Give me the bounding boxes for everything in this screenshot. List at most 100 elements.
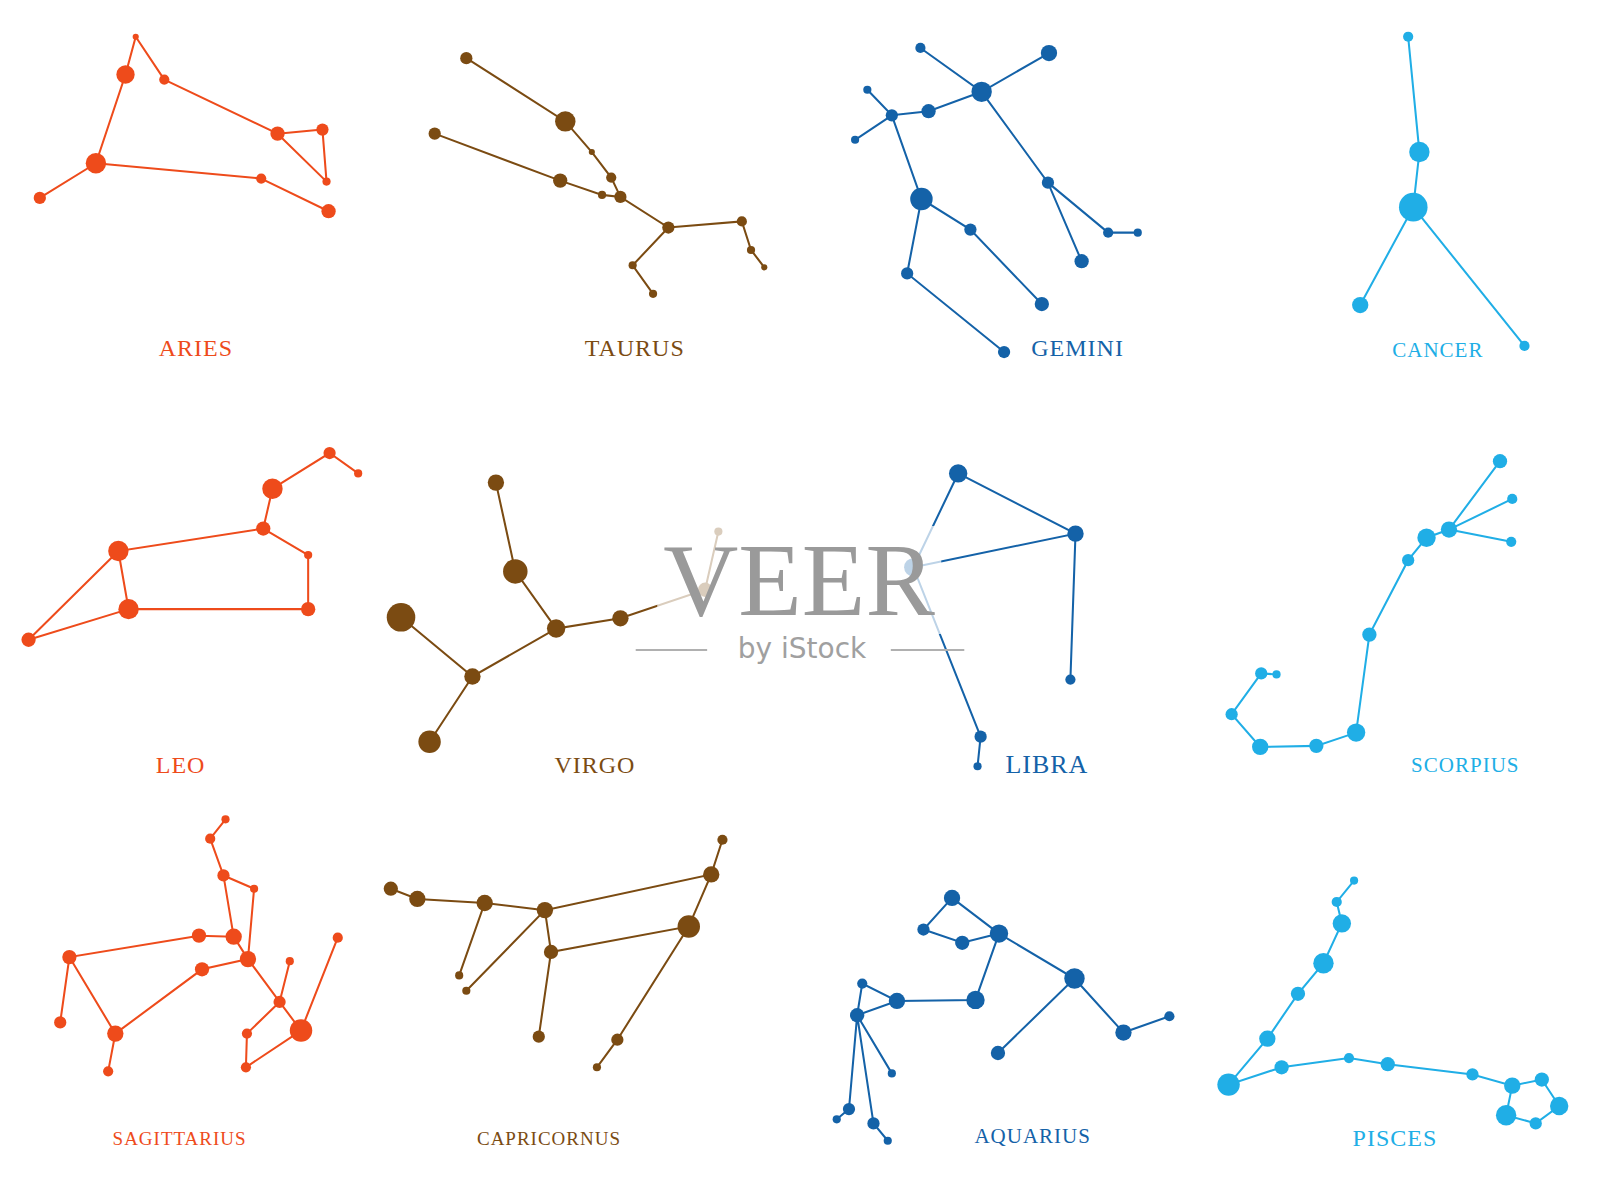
star <box>649 290 657 298</box>
star <box>612 610 628 626</box>
star <box>851 136 859 144</box>
constellation-name: AQUARIUS <box>974 1125 1091 1146</box>
star <box>1291 987 1305 1001</box>
star <box>54 1016 66 1028</box>
constellation-name: GEMINI <box>1031 336 1124 360</box>
star <box>678 915 700 937</box>
star <box>555 111 575 131</box>
star <box>593 1063 601 1071</box>
star <box>966 991 984 1009</box>
star <box>462 987 470 995</box>
star <box>1381 1057 1395 1071</box>
star <box>553 173 567 187</box>
pisces-lines <box>1229 881 1560 1124</box>
star <box>949 464 967 482</box>
star <box>304 551 312 559</box>
constellation-name: LIBRA <box>1005 752 1088 778</box>
star <box>217 869 229 881</box>
star <box>1352 297 1368 313</box>
star <box>910 188 932 210</box>
star <box>1399 193 1428 222</box>
star <box>273 996 285 1008</box>
star <box>323 447 335 459</box>
leo-lines <box>29 453 359 640</box>
star <box>21 633 35 647</box>
star <box>537 902 553 918</box>
star <box>241 1062 251 1072</box>
gemini-stars <box>851 43 1142 358</box>
star <box>1493 454 1507 468</box>
star <box>843 1103 855 1115</box>
star <box>747 246 755 254</box>
star <box>761 264 767 270</box>
star <box>1496 1105 1516 1125</box>
star <box>998 346 1010 358</box>
constellation-name: SAGITTARIUS <box>113 1128 247 1147</box>
star <box>889 993 905 1009</box>
watermark-rule <box>891 649 964 651</box>
star <box>1417 529 1435 547</box>
star <box>118 599 138 619</box>
star <box>606 172 616 182</box>
star <box>34 192 46 204</box>
star <box>256 521 270 535</box>
star <box>884 1137 892 1145</box>
star <box>1530 1117 1542 1129</box>
star <box>429 128 441 140</box>
star <box>195 962 209 976</box>
star <box>1466 1068 1478 1080</box>
star <box>242 1029 252 1039</box>
sagittarius-stars <box>54 815 343 1076</box>
star <box>589 149 595 155</box>
star <box>321 204 335 218</box>
star <box>1035 297 1049 311</box>
star <box>1441 521 1457 537</box>
star <box>944 890 960 906</box>
star <box>221 815 229 823</box>
constellation-name: CAPRICORNUS <box>477 1128 621 1147</box>
star <box>1274 1060 1288 1074</box>
star <box>886 109 898 121</box>
star <box>1403 32 1413 42</box>
star <box>863 86 871 94</box>
star <box>1550 1097 1568 1115</box>
star <box>991 1046 1005 1060</box>
star <box>917 923 929 935</box>
leo-stars <box>21 447 362 647</box>
star <box>477 895 493 911</box>
star <box>888 1069 896 1077</box>
star <box>262 479 282 499</box>
star <box>1103 228 1113 238</box>
star <box>1402 554 1414 566</box>
cancer-lines <box>1360 37 1524 346</box>
star <box>354 469 362 477</box>
star <box>1067 525 1083 541</box>
star <box>464 668 480 684</box>
star <box>286 957 294 965</box>
star <box>1064 968 1084 988</box>
star <box>921 104 935 118</box>
star <box>1332 897 1342 907</box>
star <box>226 929 242 945</box>
constellation-name: PISCES <box>1353 1126 1438 1150</box>
star <box>192 929 206 943</box>
aries-stars <box>34 34 336 219</box>
constellation-name: ARIES <box>159 336 233 360</box>
constellation-name: CANCER <box>1392 340 1483 361</box>
star <box>955 936 969 950</box>
taurus-lines <box>435 58 765 294</box>
star <box>598 191 606 199</box>
star <box>107 1025 123 1041</box>
constellation-name: SCORPIUS <box>1411 755 1519 776</box>
star <box>857 979 867 989</box>
star <box>1272 670 1280 678</box>
star <box>1506 537 1516 547</box>
star <box>1362 628 1376 642</box>
star <box>270 127 284 141</box>
pisces-stars <box>1217 876 1568 1129</box>
star <box>1535 1072 1549 1086</box>
star <box>1164 1011 1174 1021</box>
star <box>1259 1031 1275 1047</box>
star <box>503 559 527 583</box>
star <box>205 834 215 844</box>
